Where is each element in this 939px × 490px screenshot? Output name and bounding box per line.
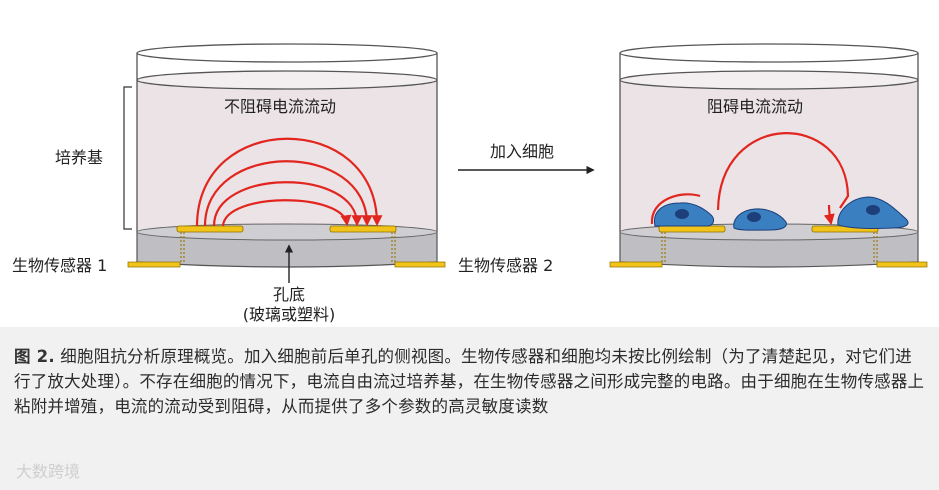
lead	[609, 261, 663, 268]
label-add-cells: 加入细胞	[490, 142, 554, 161]
current-arcs	[195, 137, 383, 227]
well-after	[609, 43, 928, 268]
cell	[653, 202, 715, 227]
label-biosensor-2: 生物传感器 2	[458, 256, 553, 275]
lead	[394, 261, 446, 268]
label-biosensor-1: 生物传感器 1	[12, 256, 107, 275]
label-no-block: 不阻碍电流流动	[224, 97, 336, 116]
label-well-bottom: 孔底	[273, 285, 305, 304]
figure-caption: 图 2. 细胞阻抗分析原理概览。加入细胞前后单孔的侧视图。生物传感器和细胞均未按…	[14, 344, 926, 419]
medium-bracket	[123, 86, 132, 230]
blocked-current	[650, 132, 850, 226]
label-medium: 培养基	[55, 148, 103, 167]
well-before	[127, 43, 446, 268]
caption-text: 细胞阻抗分析原理概览。加入细胞前后单孔的侧视图。生物传感器和细胞均未按比例绘制（…	[14, 347, 925, 416]
label-well-material: (玻璃或塑料)	[243, 305, 336, 324]
label-block: 阻碍电流流动	[707, 97, 803, 116]
electrode	[658, 225, 726, 233]
well-rim	[136, 43, 438, 63]
well-rim	[619, 43, 919, 63]
cell	[733, 208, 787, 231]
watermark: 大数跨境	[16, 462, 81, 481]
figure-label: 图 2.	[14, 347, 55, 366]
lead	[127, 261, 181, 268]
diagram: 培养基 不阻碍电流流动 阻碍电流流动 加入细胞 生物传感器 1 生物传感器 2 …	[12, 43, 928, 324]
cell	[837, 196, 909, 230]
electrode	[329, 225, 397, 233]
medium-fill	[137, 80, 437, 232]
lead	[876, 261, 928, 268]
electrode	[176, 225, 244, 233]
caption-area	[0, 327, 939, 490]
